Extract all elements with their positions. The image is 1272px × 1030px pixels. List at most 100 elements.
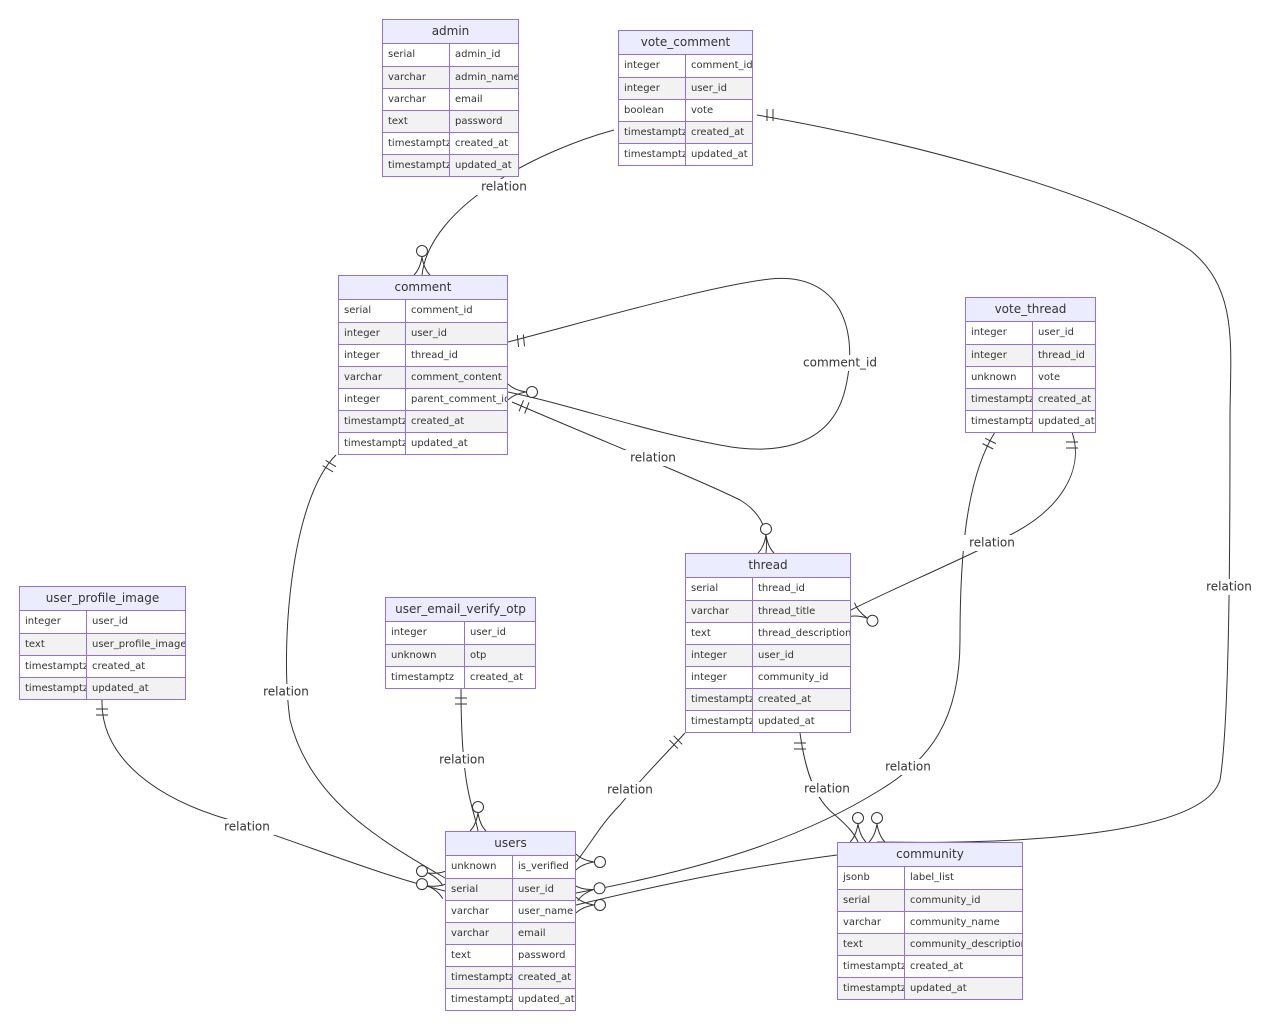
attribute-name: community_name <box>910 917 1000 928</box>
attribute-type: integer <box>966 322 1033 344</box>
attribute-name: user_id <box>92 616 128 627</box>
relationship-label-bg <box>599 782 661 798</box>
relationship-line <box>575 854 838 906</box>
attribute-name: created_at <box>518 972 572 983</box>
relationship-label-bg <box>216 819 278 835</box>
attribute-type: timestamptz <box>386 667 465 688</box>
relationship-edge <box>511 399 775 554</box>
attribute-name: admin_name <box>455 72 518 83</box>
attribute-type: text <box>838 934 905 955</box>
relationship-edge <box>756 109 1232 843</box>
relationship-edge <box>575 732 686 871</box>
relationship-edge <box>96 698 448 899</box>
entity-title: admin <box>383 20 518 44</box>
entity-title: vote_comment <box>619 31 752 55</box>
attribute-name: user_id <box>411 328 447 339</box>
attribute-type: serial <box>686 578 753 600</box>
relationship-label: relation <box>969 536 1015 550</box>
relationship-label: relation <box>630 451 676 465</box>
attribute-name: password <box>518 950 566 961</box>
attribute-type: varchar <box>446 901 513 922</box>
attribute-type: text <box>446 945 513 966</box>
attribute-type: integer <box>386 622 465 644</box>
attribute-name: created_at <box>92 661 146 672</box>
attribute-type: integer <box>619 78 686 99</box>
attribute-type: integer <box>339 389 406 410</box>
relationship-line <box>285 454 446 879</box>
attribute-row: integer user_id <box>386 622 535 644</box>
attribute-name: created_at <box>455 138 509 149</box>
relationship-label-bg <box>1198 579 1260 595</box>
relationship-label: comment_id <box>803 356 877 370</box>
attribute-type: text <box>383 111 450 132</box>
attribute-type: boolean <box>619 100 686 121</box>
attribute-name: created_at <box>910 961 964 972</box>
attribute-name: is_verified <box>518 861 569 872</box>
attribute-type: timestamptz <box>838 956 905 977</box>
attribute-type: timestamptz <box>966 389 1033 410</box>
attribute-type: varchar <box>383 89 450 110</box>
relationship-label: relation <box>1206 580 1252 594</box>
relationship-label: relation <box>263 685 309 699</box>
attribute-type: varchar <box>446 923 513 944</box>
entity-title: community <box>838 843 1022 867</box>
relationship-label-bg <box>473 179 535 195</box>
entity-title: user_email_verify_otp <box>386 598 535 622</box>
attribute-name: updated_at <box>691 149 748 160</box>
attribute-type: timestamptz <box>686 711 753 732</box>
attribute-name: user_id <box>470 627 506 638</box>
attribute-name: vote <box>691 105 714 116</box>
attribute-type: unknown <box>966 367 1033 388</box>
attribute-name: user_id <box>758 650 794 661</box>
relationship-label: relation <box>481 180 527 194</box>
attribute-type: integer <box>686 667 753 688</box>
relationship-label-bg <box>802 355 878 371</box>
attribute-name: thread_id <box>758 583 805 594</box>
attribute-name: thread_id <box>1038 350 1085 361</box>
relationship-line <box>507 277 851 450</box>
attribute-row: unknown is_verified <box>446 856 575 878</box>
attribute-name: created_at <box>758 694 812 705</box>
entity-title: user_profile_image <box>20 587 185 611</box>
attribute-type: varchar <box>686 601 753 622</box>
attribute-name: thread_description <box>758 628 850 639</box>
attribute-type: varchar <box>838 912 905 933</box>
attribute-type: unknown <box>446 856 513 878</box>
attribute-name: updated_at <box>92 683 149 694</box>
attribute-row: text thread_description <box>686 622 850 644</box>
attribute-row: boolean vote <box>619 99 752 121</box>
attribute-type: timestamptz <box>446 989 513 1010</box>
attribute-type: text <box>686 623 753 644</box>
